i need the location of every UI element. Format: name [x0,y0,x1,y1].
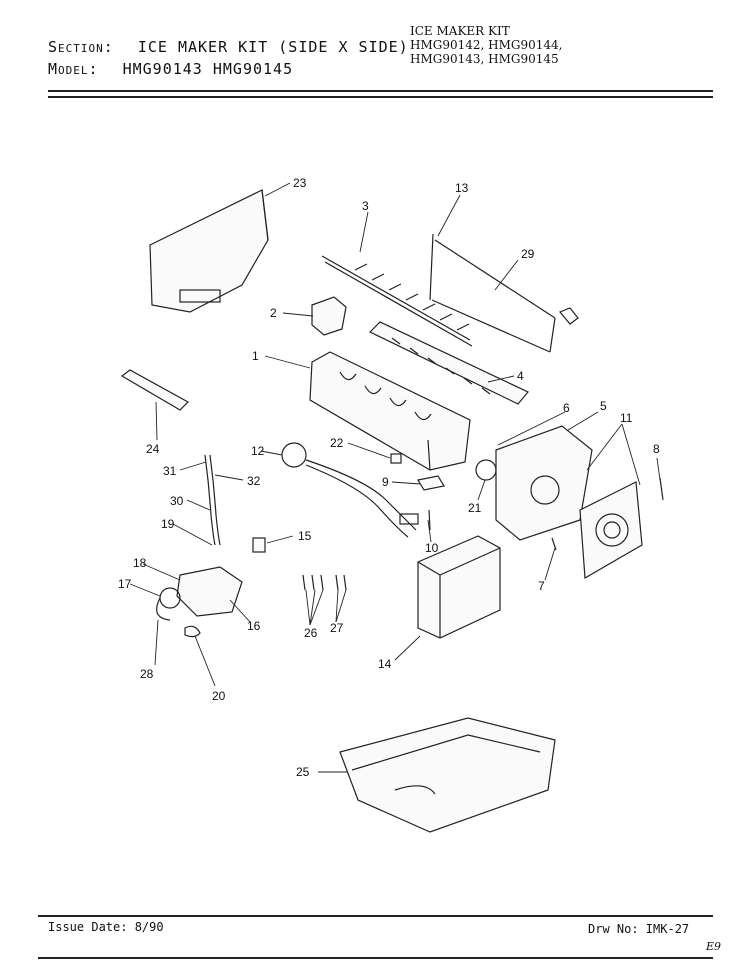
part-4-stripper-shape [368,321,529,405]
model-value: HMG90143 HMG90145 [122,60,294,78]
callout-19: 19 [161,517,175,531]
callout-32: 32 [247,474,261,488]
kit-info: ICE MAKER KIT HMG90142, HMG90144, HMG901… [410,24,562,66]
part-21-gear-shape [475,459,497,481]
footer-rule-bottom [38,957,713,959]
parts-26-27-screws-shape [302,574,347,591]
callout-5: 5 [600,399,607,413]
part-15-connector-shape [252,537,266,553]
part-9-shape [417,475,445,491]
callout-16: 16 [247,619,261,633]
part-25-ice-bin-shape [339,717,556,833]
section-heading: Section: ICE MAKER KIT (SIDE X SIDE) [48,38,409,56]
part-12-harness-shape [281,442,419,538]
part-10-shape [428,509,431,531]
section-label: Section: [48,38,114,56]
callout-30: 30 [170,494,184,508]
callout-3: 3 [362,199,369,213]
part-16-water-valve-shape [156,566,243,621]
model-heading: Model: HMG90143 HMG90145 [48,60,293,78]
part-11-cover-plate-shape [579,481,643,579]
kit-models-line-2: HMG90143, HMG90145 [410,52,559,66]
callout-31: 31 [163,464,177,478]
part-24-rod-shape [120,369,189,411]
callout-21: 21 [468,501,482,515]
callout-11: 11 [620,411,633,425]
part-20-clip-shape [184,625,201,638]
model-label: Model: [48,60,99,78]
callout-12: 12 [251,444,265,458]
kit-title: ICE MAKER KIT [410,24,510,38]
callout-14: 14 [378,657,392,671]
callout-25: 25 [296,765,310,779]
leader-lines [129,182,661,773]
part-5-housing-shape [495,425,593,541]
callout-27: 27 [330,621,344,635]
callout-17: 17 [118,577,132,591]
header-rule-double [48,96,713,98]
callout-15: 15 [298,529,312,543]
callout-24: 24 [146,442,160,456]
callout-7: 7 [538,579,545,593]
footer-rule [38,915,713,917]
part-23-cover-shape [149,189,269,313]
part-1-mold-shape [309,351,471,471]
kit-models-line-1: HMG90142, HMG90144, [410,38,563,52]
part-22-shape [390,453,402,464]
part-7-screw-shape [551,537,557,551]
callout-28: 28 [140,667,154,681]
part-8-screw-shape [659,477,664,501]
part-2-bracket-shape [311,296,347,336]
callout-20: 20 [212,689,226,703]
callout-4: 4 [517,369,524,383]
callout-6: 6 [563,401,570,415]
callout-23: 23 [293,176,307,190]
callout-22: 22 [330,436,344,450]
callout-29: 29 [521,247,535,261]
callout-26: 26 [304,626,318,640]
callout-1: 1 [252,349,259,363]
part-14-box-shape [417,535,501,639]
issue-date: Issue Date: 8/90 [48,920,164,934]
callout-2: 2 [270,306,277,320]
callout-18: 18 [133,556,147,570]
part-30-fill-tube-shape [204,454,221,546]
callout-13: 13 [455,181,469,195]
callout-9: 9 [382,475,389,489]
callout-8: 8 [653,442,660,456]
handwritten-mark: E9 [706,940,722,953]
part-3-ejector-shape [321,255,473,347]
part-29-shutoff-arm-shape [429,233,579,353]
callout-10: 10 [425,541,439,555]
drawing-number: Drw No: IMK-27 [588,922,690,936]
section-value: ICE MAKER KIT (SIDE X SIDE) [137,38,409,56]
header-rule [48,90,713,92]
